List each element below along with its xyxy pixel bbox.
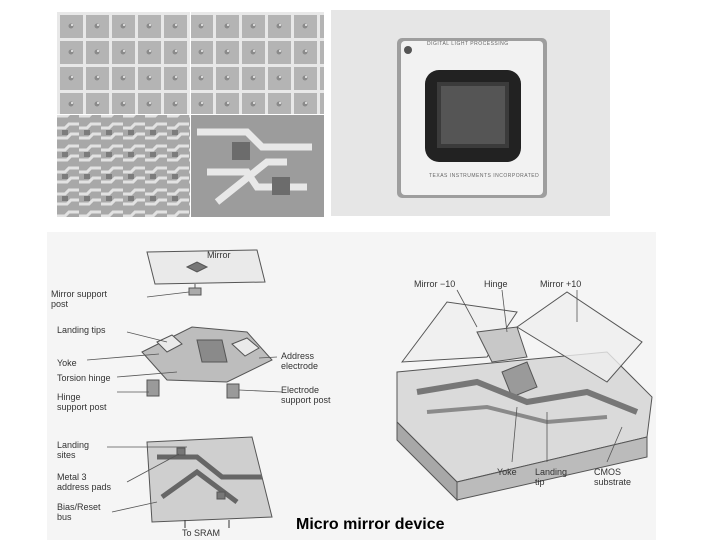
assembled-leader-lines <box>456 289 623 463</box>
label-landing-tips: Landing tips <box>57 325 106 335</box>
chip-top-text: DIGITAL LIGHT PROCESSING <box>427 41 509 47</box>
dlp-chip-photo: DIGITAL LIGHT PROCESSING TEXAS INSTRUMEN… <box>331 10 610 216</box>
label-cmos-substrate: CMOS substrate <box>594 467 632 487</box>
label-bias-reset-bus: Bias/Reset bus <box>57 502 101 522</box>
assembled-view <box>396 291 653 502</box>
label-mirror-plus10: Mirror +10 <box>540 279 582 289</box>
label-yoke-assembled: Yoke <box>497 467 517 477</box>
label-electrode-support-post: Electrode support post <box>281 385 331 405</box>
sem-micrograph-photo <box>57 12 324 217</box>
label-hinge: Hinge <box>484 279 508 289</box>
label-landing-sites: Landing sites <box>57 440 90 460</box>
label-landing-tip: Landing tip <box>535 467 568 487</box>
chip-bottom-text: TEXAS INSTRUMENTS INCORPORATED <box>429 173 540 179</box>
label-mirror: Mirror <box>207 250 231 260</box>
label-yoke: Yoke <box>57 358 77 368</box>
label-metal3-address-pads: Metal 3 address pads <box>57 472 112 492</box>
label-mirror-minus10: Mirror −10 <box>414 279 456 289</box>
mirror-diagram: Mirror Mirror support post Landing tips … <box>47 232 656 540</box>
label-address-electrode: Address electrode <box>281 351 319 371</box>
label-mirror-support-post: Mirror support post <box>51 289 108 309</box>
caption: Micro mirror device <box>296 516 445 533</box>
label-hinge-support-post: Hinge support post <box>57 392 107 412</box>
dlp-chip-image <box>331 10 610 216</box>
label-torsion-hinge: Torsion hinge <box>57 373 111 383</box>
sem-micrograph-image <box>57 12 324 217</box>
exploded-view <box>141 249 273 528</box>
mirror-diagram-drawing <box>86 249 653 528</box>
exploded-leader-lines <box>86 291 283 513</box>
label-to-sram: To SRAM <box>182 528 221 538</box>
